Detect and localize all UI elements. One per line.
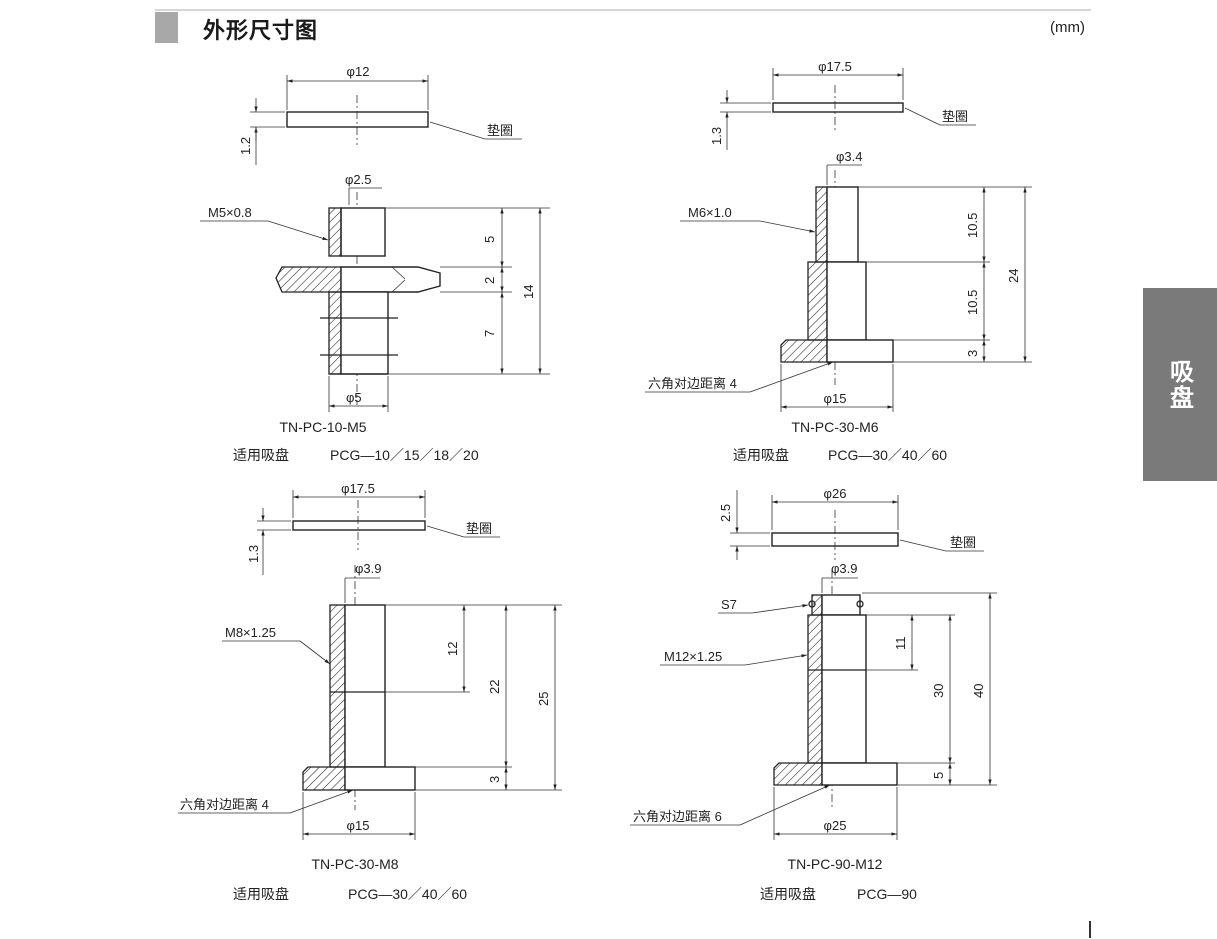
- washer-diameter: φ26: [824, 486, 847, 501]
- dim-flange: 3: [965, 350, 980, 357]
- thread-spec: M12×1.25: [664, 649, 722, 664]
- bottom-diameter: φ15: [347, 818, 370, 833]
- side-tab-suction-cup[interactable]: 吸盘: [1143, 288, 1217, 481]
- dim-flange: 2: [482, 277, 497, 284]
- washer-label: 垫圈: [950, 535, 976, 550]
- dimensions: φ3.4 M6×1.0 10.5 10.5 3 24 六角对边距离 4 φ15: [645, 149, 1032, 412]
- thread-spec: M5×0.8: [208, 205, 252, 220]
- hex-size: 六角对边距离 6: [633, 809, 722, 824]
- drawing-tn-pc-90-m12: φ26 2.5 垫圈 φ3.9 S7 M12×1.25: [630, 486, 997, 902]
- fitting-section: [773, 570, 898, 810]
- dim-total: 40: [971, 684, 986, 698]
- applicable-models: PCG—10／15／18／20: [330, 447, 479, 463]
- applicable-models: PCG—90: [857, 886, 917, 902]
- washer-label: 垫圈: [466, 521, 492, 536]
- dim-flange: 5: [931, 772, 946, 779]
- dim-total: 14: [521, 285, 536, 299]
- washer: φ17.5 1.3 垫圈: [246, 481, 500, 575]
- washer-thickness: 1.3: [246, 545, 261, 563]
- dimensions: φ3.9 M8×1.25 12 22 25 3 六角对边距离 4 φ15: [178, 561, 562, 840]
- dim-thread-length: 10.5: [965, 213, 980, 238]
- washer-label: 垫圈: [487, 123, 513, 138]
- applicable-label: 适用吸盘: [733, 447, 789, 463]
- title-marker: [155, 12, 178, 43]
- dimensions: φ2.5 M5×0.8 5 2 7 14 φ5: [200, 172, 550, 412]
- washer-diameter: φ17.5: [341, 481, 375, 496]
- bore-diameter: φ3.4: [836, 149, 863, 164]
- dim-thread-length: 11: [893, 637, 908, 651]
- dim-total: 24: [1006, 269, 1021, 283]
- dim-body-length: 30: [931, 684, 946, 698]
- washer-thickness: 1.2: [238, 137, 253, 155]
- bore-diameter: φ3.9: [355, 561, 382, 576]
- bottom-diameter: φ25: [824, 818, 847, 833]
- dim-total: 25: [536, 692, 551, 706]
- washer-diameter: φ12: [347, 64, 370, 79]
- dim-flange: 3: [487, 776, 502, 783]
- bottom-diameter: φ15: [824, 391, 847, 406]
- dim-body-length: 10.5: [965, 290, 980, 315]
- dim-thread-length: 5: [482, 236, 497, 243]
- dim-body-length: 22: [487, 680, 502, 694]
- fitting-section: [275, 192, 441, 405]
- thread-spec: M6×1.0: [688, 205, 732, 220]
- applicable-models: PCG—30／40／60: [828, 447, 947, 463]
- bore-diameter: φ2.5: [345, 172, 372, 187]
- washer: φ17.5 1.3 垫圈: [709, 59, 976, 150]
- bottom-diameter: φ5: [346, 390, 362, 405]
- dim-thread-length: 12: [445, 642, 460, 656]
- washer-diameter: φ17.5: [818, 59, 852, 74]
- applicable-label: 适用吸盘: [760, 886, 816, 902]
- applicable-models: PCG—30／40／60: [348, 886, 467, 902]
- drawing-tn-pc-10-m5: φ12 1.2 垫圈 φ2.5 M5×0.8: [200, 64, 550, 463]
- washer: φ12 1.2 垫圈: [238, 64, 522, 165]
- applicable-label: 适用吸盘: [233, 886, 289, 902]
- side-tab-label: 吸盘: [1165, 358, 1194, 411]
- model-name: TN-PC-90-M12: [788, 856, 883, 872]
- washer-label: 垫圈: [942, 109, 968, 124]
- drawing-tn-pc-30-m8: φ17.5 1.3 垫圈 φ3.9 M8×1.25 12: [178, 481, 562, 902]
- hex-size: 六角对边距离 4: [180, 797, 269, 812]
- thread-spec: M8×1.25: [225, 625, 276, 640]
- fitting-section: [302, 565, 416, 810]
- washer-thickness: 2.5: [718, 504, 733, 522]
- applicable-label: 适用吸盘: [233, 447, 289, 463]
- fitting-section: [780, 170, 894, 385]
- hex-size: 六角对边距离 4: [648, 376, 737, 391]
- drawing-tn-pc-30-m6: φ17.5 1.3 垫圈 φ3.4 M6×1.0: [645, 59, 1032, 463]
- bore-diameter: φ3.9: [831, 561, 858, 576]
- model-name: TN-PC-30-M6: [791, 419, 878, 435]
- page-title: 外形尺寸图: [203, 19, 319, 44]
- model-name: TN-PC-10-M5: [279, 419, 366, 435]
- page-mark: [1089, 921, 1091, 938]
- washer-thickness: 1.3: [709, 127, 724, 145]
- model-name: TN-PC-30-M8: [311, 856, 398, 872]
- header-rule: [155, 9, 1091, 11]
- dimensions: φ3.9 S7 M12×1.25 11 30 40 5 六角对边距离 6 φ25: [630, 561, 997, 840]
- dim-barb-length: 7: [482, 330, 497, 337]
- unit-label: (mm): [1050, 19, 1085, 36]
- washer: φ26 2.5 垫圈: [718, 486, 984, 560]
- groove-spec: S7: [721, 597, 737, 612]
